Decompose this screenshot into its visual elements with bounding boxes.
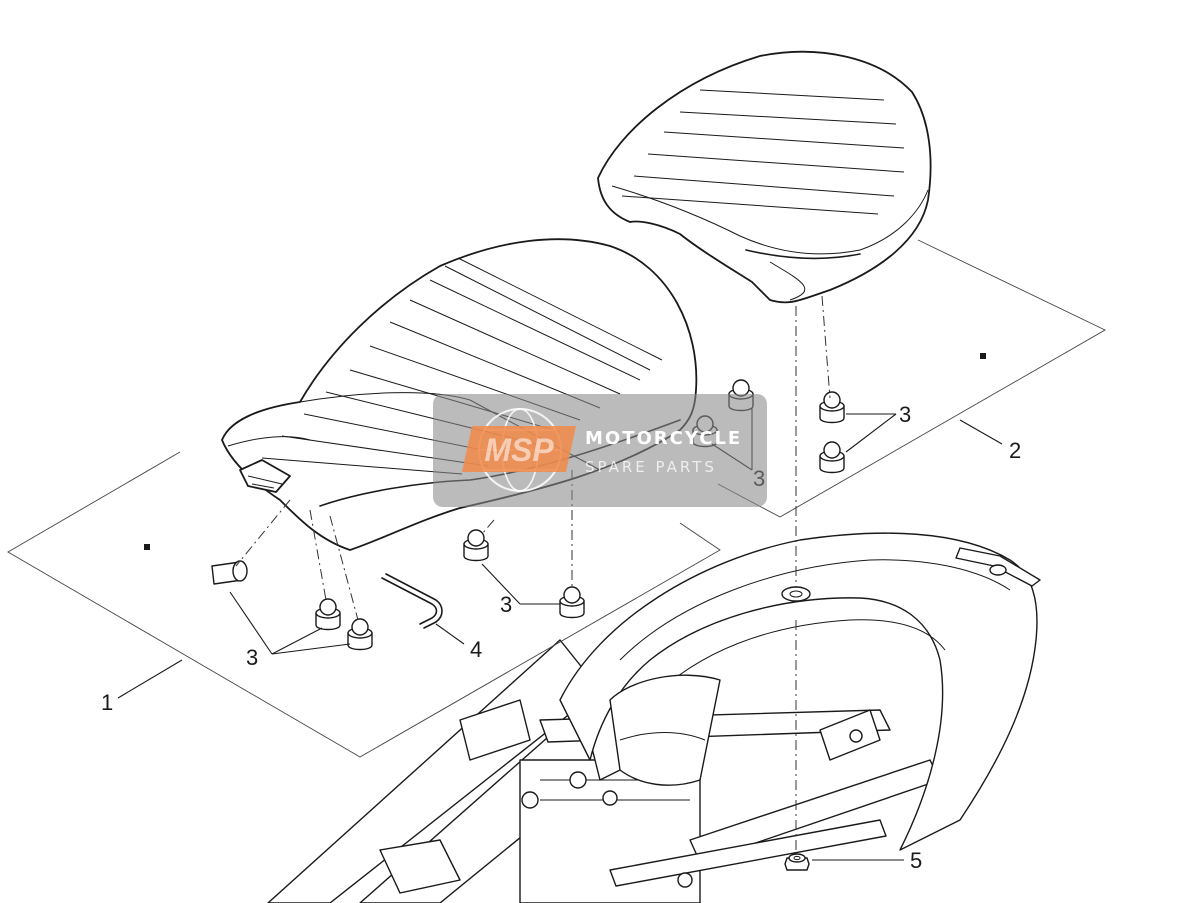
assembly-lines: [235, 295, 831, 854]
buffer: [819, 441, 845, 474]
watermark-line2: SPARE PARTS: [585, 458, 717, 476]
watermark: MSP MOTORCYCLE SPARE PARTS: [433, 394, 767, 507]
msp-logo-badge: [462, 426, 576, 472]
callout-3: 3: [246, 645, 258, 670]
rear-fender: [559, 532, 1041, 851]
callout-1: 1: [101, 690, 113, 715]
watermark-logo: MSP: [484, 432, 554, 468]
callout-3: 3: [500, 592, 512, 617]
passenger-seat: [597, 50, 932, 304]
callout-3: 3: [899, 402, 911, 427]
callout-2: 2: [1009, 438, 1021, 463]
hex-key: [381, 573, 443, 629]
flange-nut: [784, 853, 810, 871]
buffer: [819, 391, 845, 424]
buffer: [347, 618, 373, 651]
kit-bracket-1: [7, 451, 721, 758]
callout-5: 5: [910, 848, 922, 873]
buffer: [211, 560, 248, 585]
rear-frame: [267, 639, 941, 903]
buffer: [559, 586, 585, 619]
kit-marker: [980, 353, 986, 359]
buffer: [463, 529, 489, 562]
kit-marker: [144, 544, 150, 550]
callout-4: 4: [470, 637, 482, 662]
watermark-line1: MOTORCYCLE: [585, 428, 742, 449]
buffer: [315, 598, 341, 631]
